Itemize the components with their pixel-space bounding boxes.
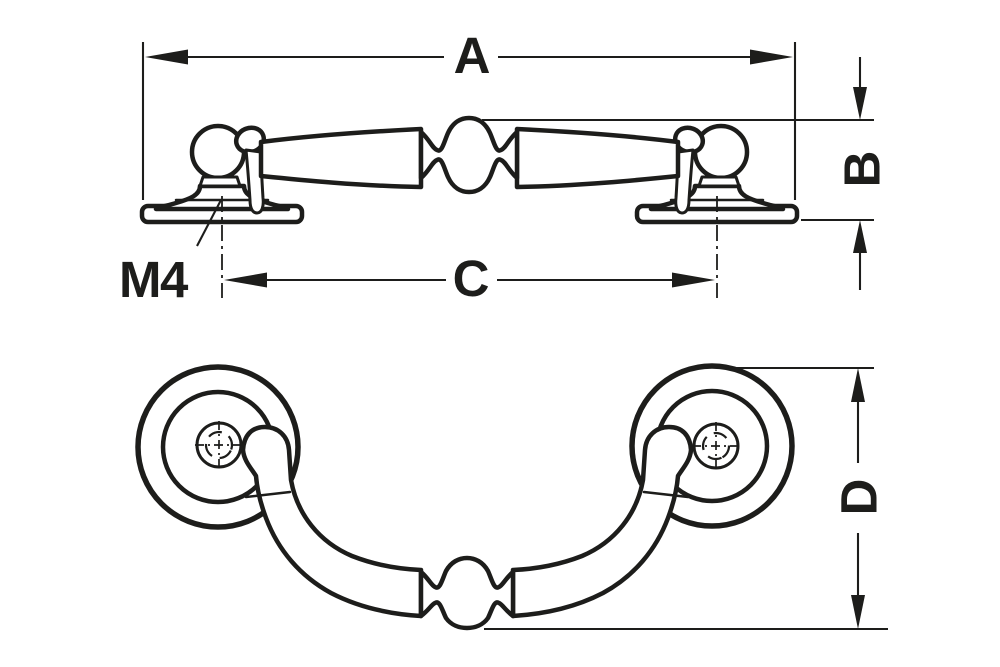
- bail-left-hook-joint-line: [244, 490, 292, 499]
- right-screw-head: [692, 422, 740, 470]
- center-ornament-front: [418, 555, 516, 631]
- left-screw-recess-arcs: [204, 430, 234, 460]
- left-ball-collar: [198, 175, 242, 188]
- arrowhead-d-top: [851, 368, 865, 402]
- arrowhead-c-right: [672, 272, 715, 288]
- left-tapered-arm: [258, 126, 424, 190]
- m4-leader-line: [196, 199, 222, 247]
- right-screw-recess-arcs: [701, 431, 731, 461]
- bail-left-half: [240, 424, 424, 619]
- arrowhead-a-right: [750, 49, 793, 65]
- right-tapered-arm: [514, 126, 681, 190]
- arrowhead-b-top: [853, 87, 867, 120]
- front-view: D: [135, 363, 888, 631]
- dim-c-label: C: [453, 250, 490, 307]
- m4-label: M4: [119, 251, 189, 308]
- arrowhead-a-left: [145, 49, 188, 65]
- arrowhead-b-bottom: [853, 220, 867, 253]
- dim-d-label: D: [830, 479, 887, 516]
- dim-b-label: B: [833, 151, 890, 188]
- left-screw-head: [195, 421, 243, 469]
- dimension-b: B: [482, 57, 890, 290]
- dimension-c: C: [221, 196, 718, 307]
- front-bail: [240, 424, 694, 631]
- bail-right-hook-joint-line: [642, 490, 690, 499]
- dimension-d: D: [484, 366, 888, 631]
- dim-a-label: A: [454, 27, 491, 84]
- right-ball-collar: [697, 175, 741, 188]
- arrowhead-c-left: [224, 272, 267, 288]
- bail-right-half: [510, 424, 694, 619]
- arrowhead-d-bottom: [851, 595, 865, 629]
- thread-callout: M4: [119, 199, 222, 308]
- side-view: A B C M4: [119, 27, 890, 308]
- side-handle-bar: [233, 115, 706, 215]
- dimension-a: A: [141, 27, 797, 200]
- center-ornament-side: [418, 115, 520, 195]
